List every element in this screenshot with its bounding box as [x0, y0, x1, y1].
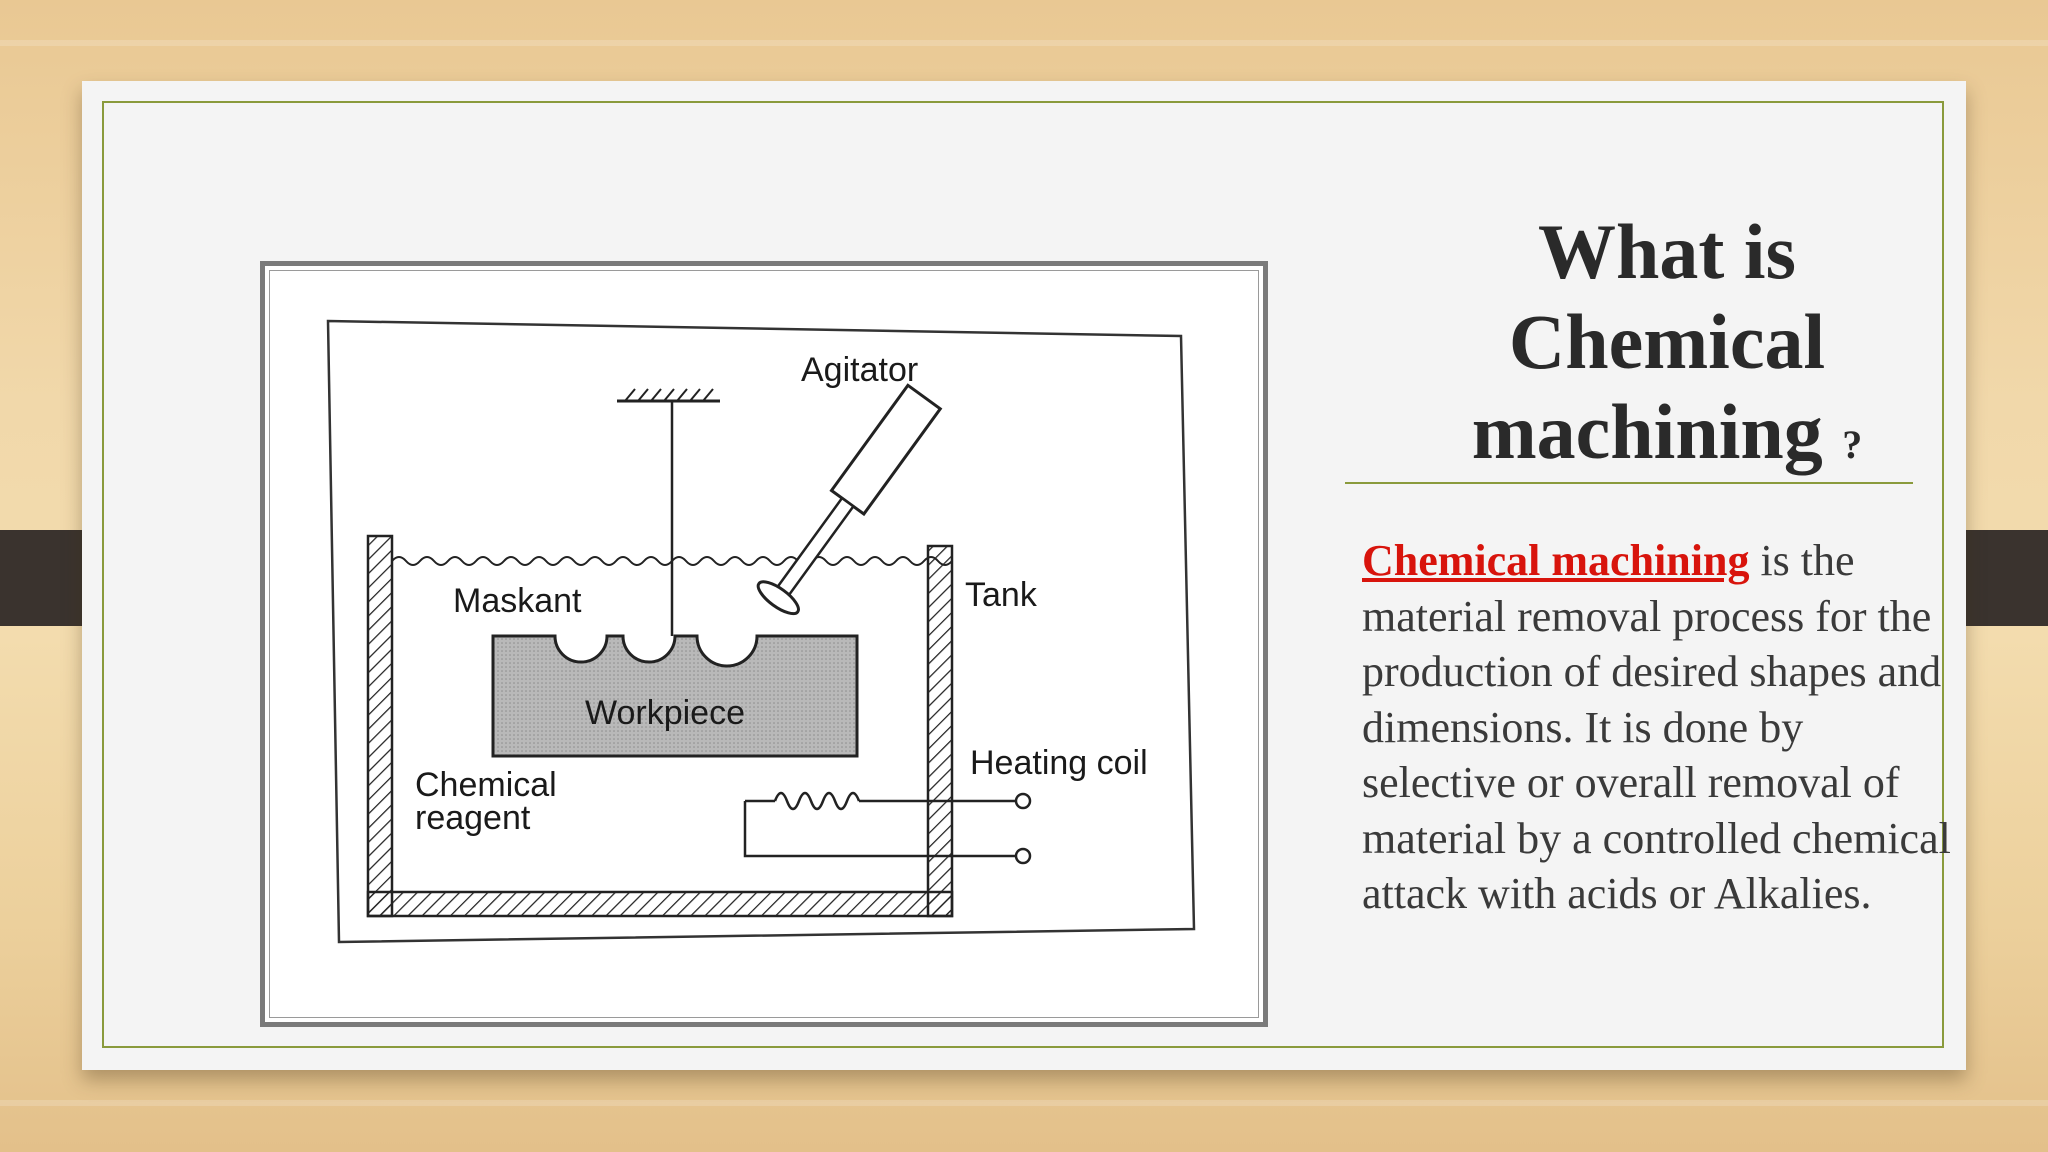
chemical-machining-diagram: Agitator Maskant Tank Workpiece Heating … [326, 319, 1196, 944]
ceiling-hatch [624, 388, 714, 402]
body-paragraph: Chemical machining is the material remov… [1362, 533, 1962, 922]
tank-right-wall [926, 544, 954, 918]
label-workpiece: Workpiece [585, 694, 745, 732]
title-line-2: Chemical [1508, 298, 1826, 385]
slide-title: What is Chemical machining ? [1352, 207, 1982, 490]
highlighted-term: Chemical machining [1362, 536, 1750, 585]
label-heating-coil: Heating coil [970, 744, 1148, 782]
title-line-1: What is [1538, 208, 1796, 295]
tank-left-wall [366, 534, 394, 918]
body-text: is the material removal process for the … [1362, 536, 1951, 918]
wood-streak [0, 40, 2048, 46]
workpiece [491, 634, 859, 758]
label-agitator: Agitator [801, 351, 918, 389]
slide-border [102, 101, 1944, 1048]
diagram-image: Agitator Maskant Tank Workpiece Heating … [260, 261, 1268, 1027]
label-chemical-reagent-2: reagent [415, 799, 531, 837]
label-tank: Tank [965, 576, 1038, 614]
liquid-surface [391, 556, 953, 566]
agitator [756, 383, 943, 616]
slide: Agitator Maskant Tank Workpiece Heating … [82, 81, 1966, 1070]
tank-bottom [366, 890, 954, 918]
label-chemical-reagent-1: Chemical [415, 766, 557, 804]
title-line-3-text: machining [1471, 388, 1823, 475]
wood-streak [0, 1100, 2048, 1106]
title-question-mark: ? [1842, 422, 1863, 467]
heating-coil [743, 791, 1032, 865]
title-line-3: machining ? [1352, 387, 1982, 490]
title-underline [1345, 482, 1913, 484]
diagram-sheet [326, 319, 1196, 944]
image-inner-border [269, 270, 1259, 1018]
label-maskant: Maskant [453, 582, 582, 620]
